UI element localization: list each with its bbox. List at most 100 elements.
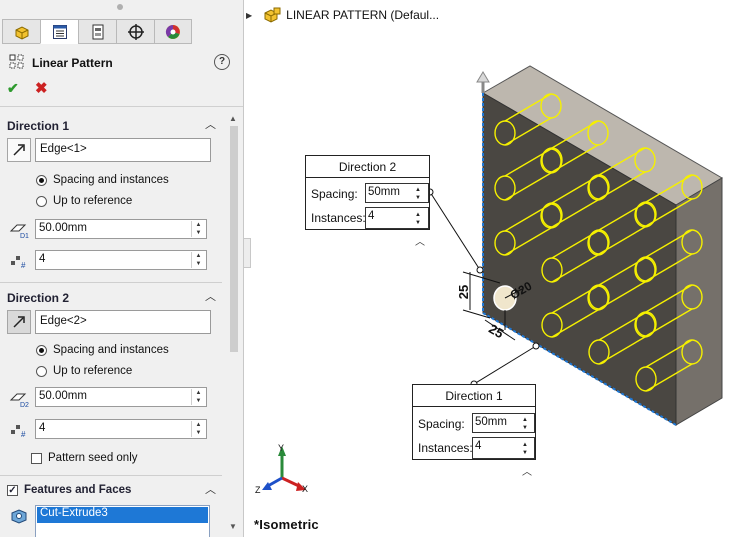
direction1-spacing-option[interactable]: Spacing and instances xyxy=(36,174,169,186)
callout-collapse-icon[interactable]: ︿ xyxy=(415,237,425,248)
spin-arrows[interactable]: ▲▼ xyxy=(191,389,205,405)
page-title: Linear Pattern xyxy=(32,56,113,70)
callout-spacing-input[interactable]: 50mm xyxy=(472,413,535,433)
callout-dir1-leader xyxy=(473,345,537,385)
pattern-instance xyxy=(681,174,703,200)
tab-configuration-manager[interactable] xyxy=(78,19,116,44)
radio-unselected[interactable] xyxy=(36,195,47,207)
property-manager-header: Linear Pattern ? ✔ ✖ xyxy=(0,46,243,107)
spacing-value: 50.00mm xyxy=(39,390,87,402)
selected-edge-1[interactable] xyxy=(482,312,677,426)
pattern-instance xyxy=(635,311,657,337)
features-and-faces-header[interactable]: ✓ Features and Faces xyxy=(7,484,131,496)
panel-grip[interactable] xyxy=(117,4,123,10)
features-list[interactable]: Cut-Extrude3 xyxy=(35,505,210,537)
dim-extension xyxy=(462,309,491,319)
pattern-preview xyxy=(494,93,703,392)
callout-divider xyxy=(413,406,535,407)
direction2-group-header[interactable]: Direction 2 ︿ xyxy=(0,287,222,309)
direction2-arrow-head[interactable] xyxy=(476,71,490,83)
reverse-direction1-button[interactable] xyxy=(7,138,31,162)
configuration-manager-icon xyxy=(92,24,103,39)
spin-arrows[interactable]: ▲▼ xyxy=(191,421,205,437)
direction2-spacing-input[interactable]: 50.00mm ▲▼ xyxy=(35,387,207,407)
dim-horizontal-line xyxy=(484,319,516,341)
direction2-instances-input[interactable]: 4 ▲▼ xyxy=(35,419,207,439)
radio-unselected[interactable] xyxy=(36,365,47,377)
radio-selected[interactable] xyxy=(36,344,47,356)
scrollbar-thumb[interactable] xyxy=(230,126,238,352)
feature-tree-flyout[interactable]: ▶ LINEAR PATTERN (Defaul... xyxy=(246,6,439,24)
radio-selected[interactable] xyxy=(36,174,47,186)
reference-triad[interactable]: Y X Z xyxy=(255,443,308,495)
callout-instances-input[interactable]: 4 xyxy=(472,437,535,459)
spin-arrows[interactable]: ▲▼ xyxy=(522,417,528,431)
property-manager-panel: Linear Pattern ? ✔ ✖ Direction 1 ︿ Edge<… xyxy=(0,0,244,537)
spin-arrows[interactable]: ▲▼ xyxy=(191,221,205,237)
checkbox-unchecked[interactable] xyxy=(31,452,42,464)
dim-extension xyxy=(462,271,501,284)
direction2-spacing-option[interactable]: Spacing and instances xyxy=(36,344,169,356)
radio-label: Spacing and instances xyxy=(53,344,169,356)
manager-tabs xyxy=(2,19,192,45)
pattern-instance xyxy=(588,284,610,310)
dim-vertical-text[interactable]: 25 xyxy=(456,285,471,299)
callout-instances-input[interactable]: 4 xyxy=(365,207,429,229)
svg-text:D2: D2 xyxy=(20,402,29,408)
spin-arrows[interactable]: ▲▼ xyxy=(191,252,205,268)
pattern-instance xyxy=(494,120,516,146)
pattern-instance xyxy=(494,175,516,201)
spin-arrows[interactable]: ▲▼ xyxy=(415,187,421,201)
spin-arrows[interactable]: ▲▼ xyxy=(415,212,421,226)
scroll-down-icon[interactable]: ▼ xyxy=(229,522,237,531)
direction1-instances-input[interactable]: 4 ▲▼ xyxy=(35,250,207,270)
triad-z-label: Z xyxy=(255,485,261,495)
callout-collapse-icon[interactable]: ︿ xyxy=(522,467,532,478)
direction1-callout[interactable]: Direction 1 Spacing: 50mm ▲▼ Instances: … xyxy=(412,384,536,460)
help-icon[interactable]: ? xyxy=(214,54,230,70)
expand-arrow-icon[interactable]: ▶ xyxy=(246,10,253,20)
direction2-reference-field[interactable]: Edge<2> xyxy=(35,310,211,334)
cancel-button[interactable]: ✖ xyxy=(35,79,48,97)
tab-feature-manager[interactable] xyxy=(2,19,40,44)
direction2-up-to-reference-option[interactable]: Up to reference xyxy=(36,365,132,377)
callout-spacing-input[interactable]: 50mm xyxy=(365,183,429,203)
tab-property-manager[interactable] xyxy=(40,19,78,44)
spacing-d1-icon: D1 xyxy=(9,224,29,239)
pattern-seed-only-checkbox[interactable]: Pattern seed only xyxy=(31,452,138,464)
chevron-up-icon[interactable]: ︿ xyxy=(205,291,216,303)
pattern-instance xyxy=(587,230,609,256)
direction1-up-to-reference-option[interactable]: Up to reference xyxy=(36,195,132,207)
chevron-up-icon[interactable]: ︿ xyxy=(205,119,216,131)
direction2-callout[interactable]: Direction 2 Spacing: 50mm ▲▼ Instances: … xyxy=(305,155,430,230)
scroll-up-icon[interactable]: ▲ xyxy=(229,114,237,123)
scrollbar[interactable]: ▲ ▼ xyxy=(227,110,241,537)
svg-text:#: # xyxy=(21,261,26,270)
reverse-direction2-button[interactable] xyxy=(7,310,31,334)
dim-horizontal-text[interactable]: 25 xyxy=(486,321,506,341)
spin-arrows[interactable]: ▲▼ xyxy=(522,442,528,456)
check-icon: ✔ xyxy=(7,80,19,96)
checkbox-checked[interactable]: ✓ xyxy=(7,484,18,496)
triad-z-arrow xyxy=(262,482,272,490)
pattern-instance xyxy=(588,229,610,255)
ok-button[interactable]: ✔ xyxy=(7,80,19,97)
callout-instances-label: Instances: xyxy=(418,441,473,455)
direction1-reference-field[interactable]: Edge<1> xyxy=(35,138,211,162)
pattern-instance xyxy=(540,203,562,229)
pattern-instance xyxy=(634,257,656,283)
pattern-instance xyxy=(681,229,703,255)
panel-collapse-handle[interactable] xyxy=(243,238,251,268)
direction1-spacing-input[interactable]: 50.00mm ▲▼ xyxy=(35,219,207,239)
dimxpert-icon xyxy=(127,23,144,40)
direction1-group-header[interactable]: Direction 1 ︿ xyxy=(0,115,222,137)
list-item[interactable]: Cut-Extrude3 xyxy=(37,507,208,523)
triad-x-arrow xyxy=(296,482,306,491)
svg-text:D1: D1 xyxy=(20,233,29,239)
chevron-up-icon[interactable]: ︿ xyxy=(205,484,216,496)
triad-y-arrow xyxy=(278,446,286,456)
pattern-instance xyxy=(635,256,657,282)
tab-display-manager[interactable] xyxy=(154,19,192,44)
tab-dimxpert-manager[interactable] xyxy=(116,19,154,44)
